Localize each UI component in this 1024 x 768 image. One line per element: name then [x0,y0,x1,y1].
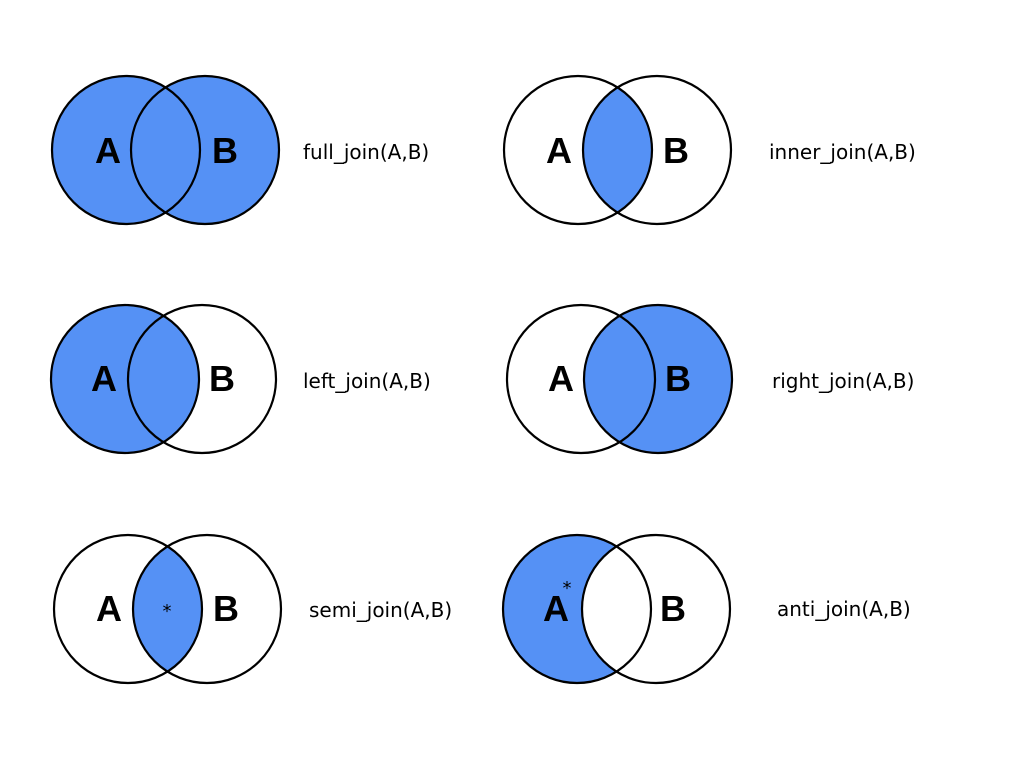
left-join-diagram: A B left_join(A,B) [49,303,431,455]
full-join-circle-b [129,74,281,226]
left-join-set-b-label: B [209,358,235,399]
semi-join-diagram: A B * semi_join(A,B) [52,533,452,685]
left-join-label: left_join(A,B) [303,369,431,393]
inner-join-label: inner_join(A,B) [769,140,916,164]
anti-join-label: anti_join(A,B) [777,597,911,621]
full-join-fill [52,76,279,224]
left-join-circle-a-fill [51,305,199,453]
full-join-set-a-label: A [95,130,121,171]
full-join-circle-a [50,74,202,226]
inner-join-set-b-label: B [663,130,689,171]
right-join-circle-a [505,303,657,455]
semi-join-label: semi_join(A,B) [309,598,452,622]
anti-join-set-a-label: A [543,588,569,629]
anti-join-a-only-fill [503,535,617,683]
semi-join-set-a-label: A [96,588,122,629]
anti-join-marker: * [563,578,572,599]
inner-join-set-a-label: A [546,130,572,171]
semi-join-marker: * [163,601,172,622]
right-join-set-a-label: A [548,358,574,399]
anti-join-diagram: A B * anti_join(A,B) [501,533,911,685]
right-join-circle-b [582,303,734,455]
anti-join-circle-b [580,533,732,685]
right-join-diagram: A B right_join(A,B) [505,303,914,455]
right-join-label: right_join(A,B) [772,369,914,393]
right-join-circle-b-fill [584,305,732,453]
inner-join-circle-a [502,74,654,226]
inner-join-diagram: A B inner_join(A,B) [502,74,916,226]
full-join-diagram: A B full_join(A,B) [50,74,429,226]
semi-join-circle-b [131,533,283,685]
inner-join-circle-b [581,74,733,226]
left-join-set-a-label: A [91,358,117,399]
semi-join-set-b-label: B [213,588,239,629]
full-join-set-b-label: B [212,130,238,171]
right-join-set-b-label: B [665,358,691,399]
left-join-circle-b [126,303,278,455]
semi-join-circle-a [52,533,204,685]
anti-join-set-b-label: B [660,588,686,629]
left-join-circle-a [49,303,201,455]
semi-join-intersection-fill [132,546,203,672]
full-join-circle-b-fill [131,76,279,224]
inner-join-intersection-fill [582,87,653,213]
anti-join-circle-a [501,533,653,685]
full-join-label: full_join(A,B) [303,140,429,164]
